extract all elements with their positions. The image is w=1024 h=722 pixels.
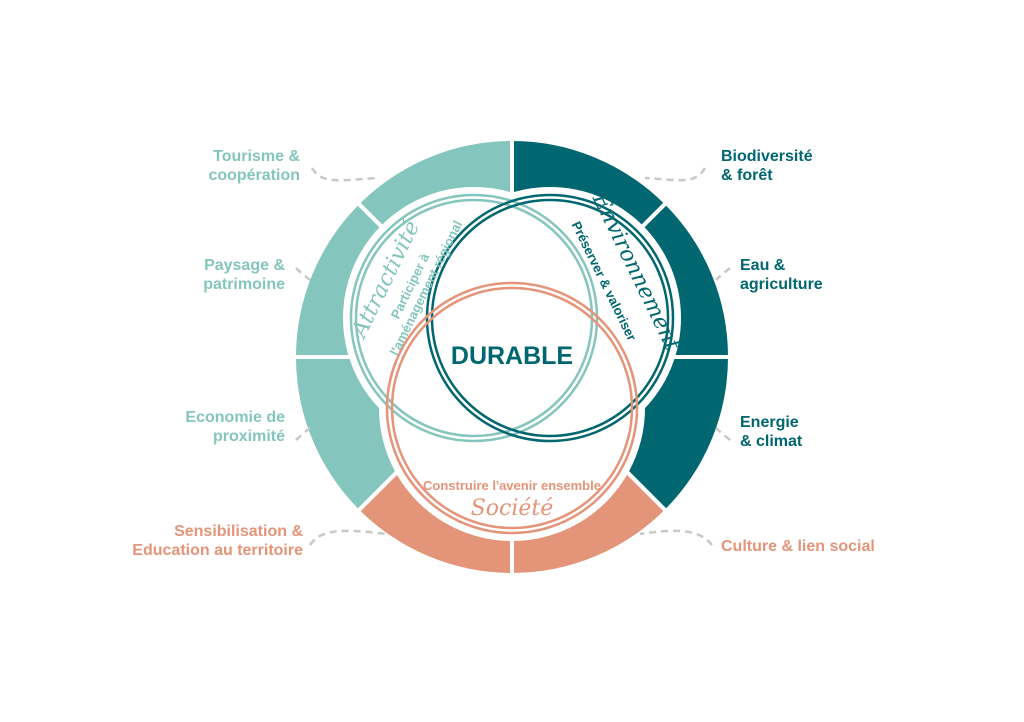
label-sensibilisation-2: Education au territoire [132,542,303,559]
label-biodiversite-1: Biodiversité [721,148,813,165]
label-tourisme-1: Tourisme & [213,148,300,165]
center-title: DURABLE [451,342,573,370]
label-energie-1: Energie [740,414,799,431]
label-energie-2: & climat [740,433,803,450]
connectors [295,167,731,546]
label-tourisme-2: coopération [208,167,300,184]
societe-circle-inner [390,286,634,530]
label-biodiversite-2: & forêt [721,167,773,184]
label-paysage-1: Paysage & [204,257,285,274]
societe-cover [379,275,645,541]
societe-line1: Construire l'avenir ensemble [423,478,601,493]
societe-title: Société [471,496,554,521]
label-sensibilisation-1: Sensibilisation & [174,523,303,540]
label-eau-1: Eau & [740,257,786,274]
label-culture: Culture & lien social [721,538,875,555]
societe-circle-outer [385,281,639,535]
label-paysage-2: patrimoine [203,276,285,293]
label-eau-2: agriculture [740,276,823,293]
label-economie-1: Economie de [185,409,285,426]
label-economie-2: proximité [213,428,285,445]
